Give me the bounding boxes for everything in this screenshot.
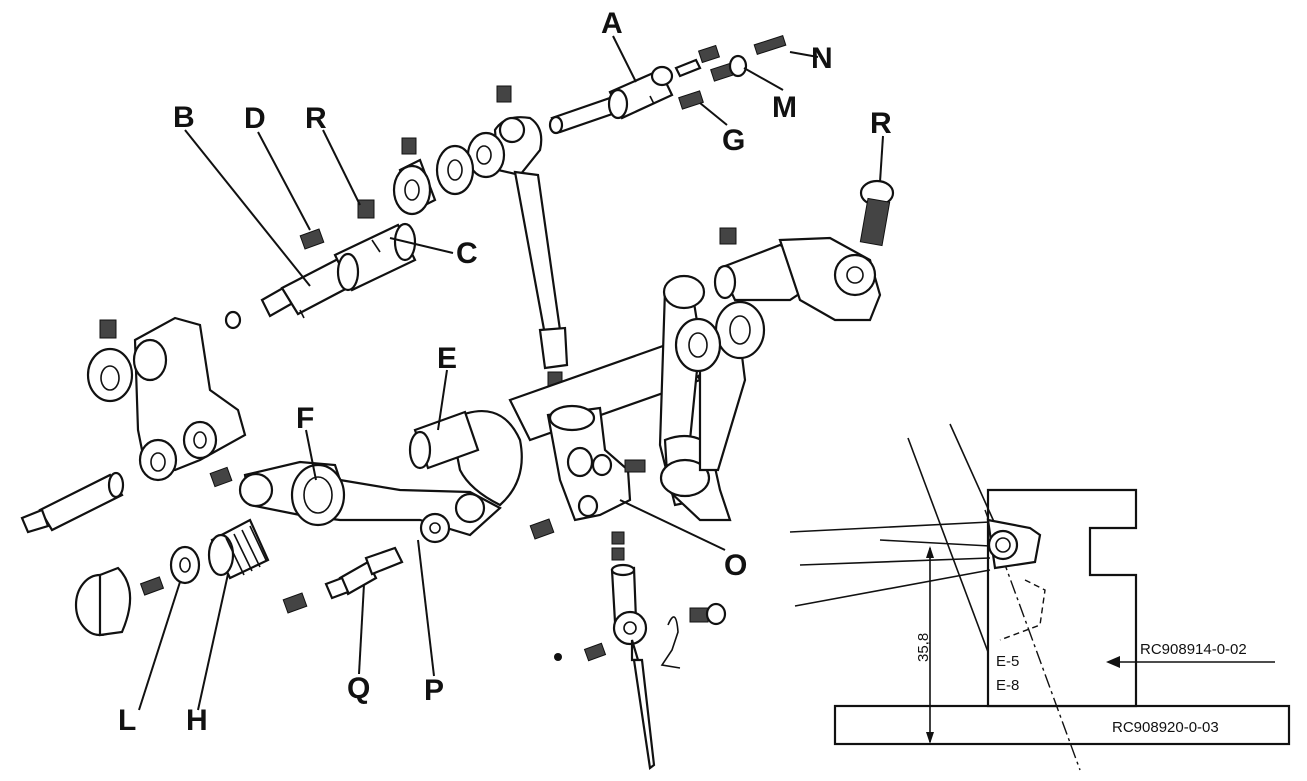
part-e-eccentric bbox=[408, 410, 523, 507]
ball-small bbox=[224, 310, 242, 330]
screw-q bbox=[282, 592, 308, 614]
gauge-label-e8: E-8 bbox=[996, 677, 1019, 694]
part-n-screw bbox=[753, 34, 787, 56]
label-r-right: R bbox=[870, 107, 892, 140]
crank-upper-right bbox=[713, 227, 882, 322]
part-g-screw bbox=[678, 90, 704, 110]
looper-point bbox=[987, 529, 1019, 561]
set-screw-top bbox=[496, 85, 512, 103]
leader-lines bbox=[138, 35, 884, 711]
part-labels: A B C D E F G H L M N O P Q R R bbox=[118, 7, 892, 737]
base-plate bbox=[833, 704, 1291, 746]
label-d: D bbox=[244, 102, 266, 135]
part-o-clamp bbox=[529, 404, 646, 540]
dimension-value: 35,8 bbox=[915, 633, 932, 662]
part-f-arm bbox=[238, 460, 502, 544]
screw-small-top bbox=[697, 44, 721, 64]
label-m: M bbox=[772, 91, 797, 124]
label-o: O bbox=[724, 549, 747, 582]
label-b: B bbox=[173, 101, 195, 134]
label-g: G bbox=[722, 124, 745, 157]
gauge-label-e5: E-5 bbox=[996, 653, 1019, 670]
needle-assembly bbox=[554, 531, 727, 770]
part-m-screw bbox=[710, 54, 748, 82]
crank-arm-vertical bbox=[466, 116, 569, 389]
collar-washer bbox=[392, 137, 475, 216]
label-a: A bbox=[601, 7, 623, 40]
part-a-shaft bbox=[548, 58, 702, 135]
link-block-left bbox=[86, 316, 247, 482]
end-cap bbox=[74, 566, 132, 637]
small-screw-left bbox=[209, 466, 233, 488]
part-l-washer bbox=[169, 545, 201, 585]
hook-outline bbox=[999, 579, 1046, 641]
gauge-block bbox=[986, 488, 1138, 708]
label-c: C bbox=[456, 237, 478, 270]
screw-cap bbox=[139, 576, 165, 596]
label-r-left: R bbox=[305, 102, 327, 135]
part-b-shaft bbox=[260, 199, 417, 319]
bracket-right bbox=[658, 274, 766, 522]
label-l: L bbox=[118, 704, 136, 737]
part-h-needle-bearing bbox=[207, 518, 270, 580]
part-r-screw-right bbox=[859, 179, 895, 247]
label-e: E bbox=[437, 342, 457, 375]
inset-adjustment-diagram: 35,8 E-5 E-8 RC908914-0-02 RC908920-0-03 bbox=[789, 423, 1291, 771]
pin-left bbox=[20, 471, 125, 534]
part-number-base: RC908920-0-03 bbox=[1112, 719, 1219, 736]
label-p: P bbox=[424, 674, 444, 707]
label-q: Q bbox=[347, 672, 370, 705]
part-q-pin bbox=[324, 546, 404, 600]
part-number-gauge: RC908914-0-02 bbox=[1140, 641, 1247, 658]
label-h: H bbox=[186, 704, 208, 737]
label-n: N bbox=[811, 42, 833, 75]
label-f: F bbox=[296, 402, 314, 435]
needle-center-line bbox=[984, 509, 1081, 771]
